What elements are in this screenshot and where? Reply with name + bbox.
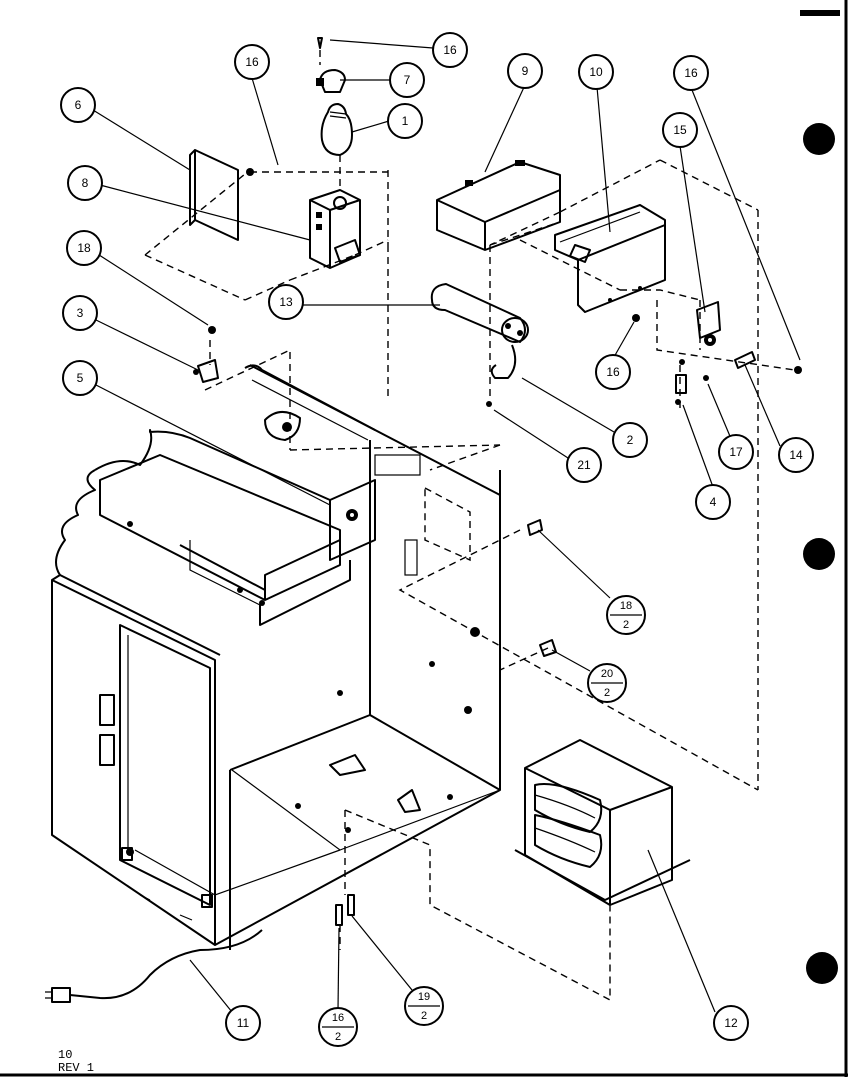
svg-text:16: 16 <box>606 365 620 379</box>
callout-c11: 11 <box>225 1005 261 1041</box>
fraction-callout-f16: 16 2 <box>318 1007 358 1047</box>
svg-text:3: 3 <box>77 306 84 320</box>
callout-c17: 17 <box>718 434 754 470</box>
svg-text:4: 4 <box>710 495 717 509</box>
callout-c14: 14 <box>778 437 814 473</box>
svg-text:14: 14 <box>789 448 803 462</box>
bottom-screws <box>335 519 557 926</box>
svg-text:18: 18 <box>620 600 632 612</box>
capacitor-assembly <box>430 160 802 407</box>
svg-text:10: 10 <box>589 65 603 79</box>
svg-text:6: 6 <box>75 98 82 112</box>
svg-text:20: 20 <box>601 668 613 680</box>
svg-text:5: 5 <box>77 371 84 385</box>
svg-text:7: 7 <box>404 73 411 87</box>
svg-text:15: 15 <box>673 123 687 137</box>
leader-lines <box>92 39 801 1013</box>
callout-c15: 15 <box>662 112 698 148</box>
svg-text:2: 2 <box>421 1010 427 1022</box>
callout-c8: 8 <box>67 165 103 201</box>
callout-c16c: 16 <box>673 55 709 91</box>
svg-text:8: 8 <box>82 176 89 190</box>
svg-text:2: 2 <box>335 1031 341 1043</box>
svg-text:16: 16 <box>443 43 457 57</box>
callout-c16a: 16 <box>432 32 468 68</box>
svg-text:17: 17 <box>729 445 743 459</box>
transformer <box>514 739 691 906</box>
binder-holes <box>803 123 838 984</box>
callout-c3: 3 <box>62 295 98 331</box>
callout-c16d: 16 <box>595 354 631 390</box>
callout-c9: 9 <box>507 53 543 89</box>
callout-c1: 1 <box>387 103 423 139</box>
svg-text:1: 1 <box>402 114 409 128</box>
svg-text:2: 2 <box>623 619 629 631</box>
svg-text:2: 2 <box>627 433 634 447</box>
svg-text:11: 11 <box>237 1016 250 1030</box>
assembly-guide-lines <box>144 50 796 1002</box>
svg-text:18: 18 <box>77 241 91 255</box>
revision-label: REV 1 <box>58 1061 94 1075</box>
callout-c7: 7 <box>389 62 425 98</box>
svg-text:9: 9 <box>522 64 529 78</box>
callout-c18: 18 <box>66 230 102 266</box>
fraction-callout-f20: 20 2 <box>587 663 627 703</box>
page-number: 10 <box>58 1048 72 1062</box>
svg-text:19: 19 <box>418 991 430 1003</box>
callout-c4: 4 <box>695 484 731 520</box>
fraction-callout-f19: 19 2 <box>404 986 444 1026</box>
svg-text:2: 2 <box>604 687 610 699</box>
svg-text:13: 13 <box>279 295 293 309</box>
svg-text:16: 16 <box>332 1012 344 1024</box>
callout-c2: 2 <box>612 422 648 458</box>
callout-c16b: 16 <box>234 44 270 80</box>
power-cord <box>45 929 263 1003</box>
fraction-callout-f18: 18 2 <box>606 595 646 635</box>
callout-c12: 12 <box>713 1005 749 1041</box>
cabinet-chassis <box>51 364 501 950</box>
svg-text:12: 12 <box>724 1016 738 1030</box>
svg-text:16: 16 <box>684 66 698 80</box>
lamp-assembly <box>189 37 361 383</box>
svg-text:16: 16 <box>245 55 259 69</box>
callout-c10: 10 <box>578 54 614 90</box>
callout-c5: 5 <box>62 360 98 396</box>
callout-c6: 6 <box>60 87 96 123</box>
callout-c21: 21 <box>566 447 602 483</box>
svg-text:21: 21 <box>577 458 591 472</box>
callout-c13: 13 <box>268 284 304 320</box>
